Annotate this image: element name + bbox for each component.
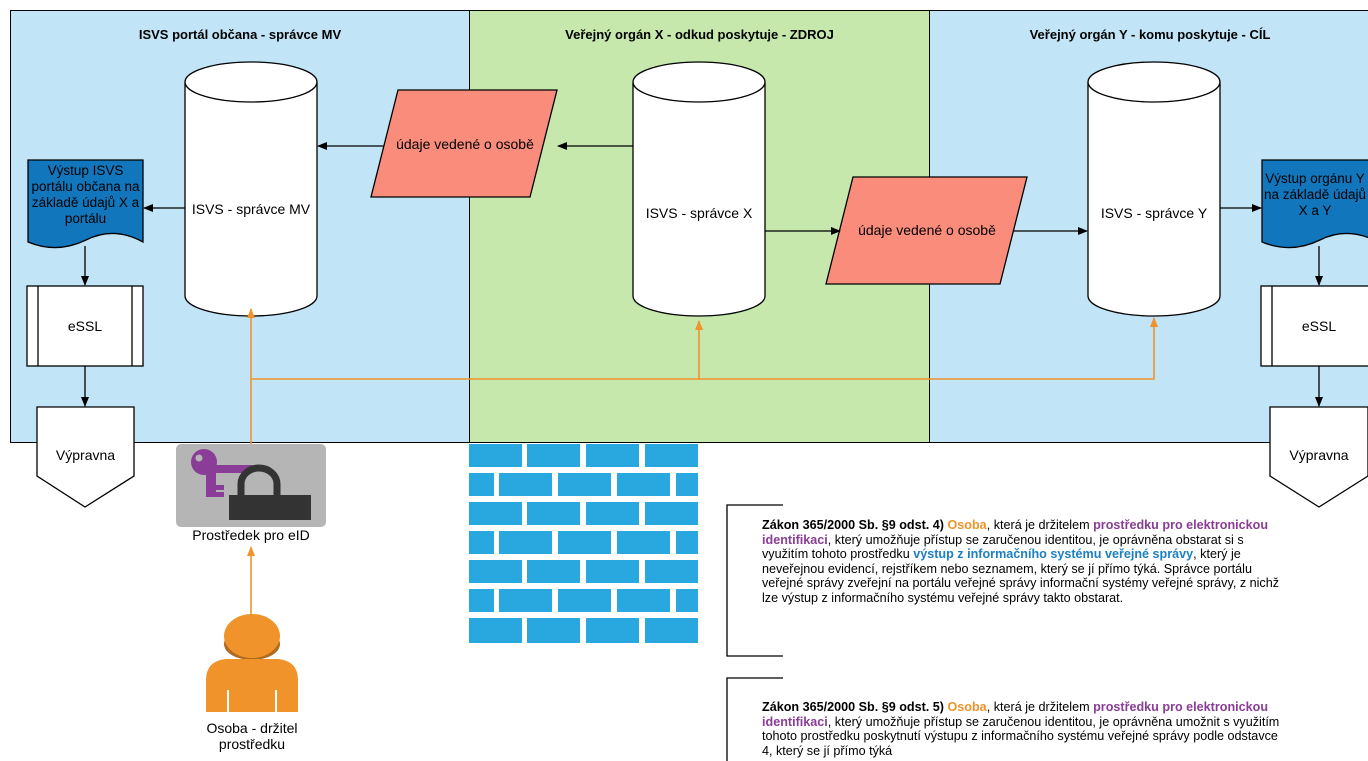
lane-y-title: Veřejný orgán Y - komu poskytuje - CÍL bbox=[1029, 27, 1271, 42]
essl-left-shape bbox=[26, 285, 144, 367]
db-mv-label: ISVS - správce MV bbox=[191, 201, 311, 217]
law-note-4: Zákon 365/2000 Sb. §9 odst. 4) Osoba, kt… bbox=[762, 518, 1287, 606]
law-note-5-osoba: Osoba bbox=[947, 700, 987, 714]
db-x-shape bbox=[632, 61, 766, 317]
data-1-label: údaje vedené o osobě bbox=[396, 136, 534, 152]
law-note-5: Zákon 365/2000 Sb. §9 odst. 5) Osoba, kt… bbox=[762, 700, 1287, 761]
law-note-5-t2: , který umožňuje přístup se zaručenou id… bbox=[762, 714, 1280, 758]
law-note-4-t2: , který umožňuje přístup se zaručenou id… bbox=[762, 532, 1244, 562]
data-2-shape bbox=[825, 176, 1028, 285]
firewall-icon bbox=[469, 444, 698, 643]
person-icon bbox=[206, 614, 298, 712]
law-note-5-prostredek: prostředku pro elektronickou identifikac… bbox=[762, 700, 1269, 729]
law-note-5-head: Zákon 365/2000 Sb. §9 odst. 5) bbox=[762, 700, 944, 714]
doc-y-shape bbox=[1261, 159, 1368, 249]
essl-right-label: eSSL bbox=[1301, 318, 1337, 334]
db-y-shape bbox=[1087, 61, 1221, 317]
law-note-5-t1: , která je držitelem bbox=[986, 700, 1094, 714]
doc-mv-shape bbox=[27, 159, 144, 249]
db-x-label: ISVS - správce X bbox=[645, 205, 753, 221]
law-note-4-osoba: Osoba bbox=[947, 518, 987, 532]
law-note-4-t3: , který je neveřejnou evidencí, rejstřík… bbox=[762, 547, 1280, 605]
lane-x-title: Veřejný orgán X - odkud poskytuje - ZDRO… bbox=[565, 27, 834, 42]
law-note-4-prostredek: prostředku pro elektronickou identifikac… bbox=[762, 518, 1269, 547]
vypravna-left-label: Výpravna bbox=[55, 447, 116, 463]
key-lock-icon bbox=[176, 444, 326, 527]
db-mv-shape bbox=[184, 61, 318, 317]
law-note-4-head: Zákon 365/2000 Sb. §9 odst. 4) bbox=[762, 518, 944, 532]
doc-y-label: Výstup orgánu Y na základě údajů X a Y bbox=[1263, 171, 1367, 218]
eid-label: Prostředek pro eID bbox=[192, 527, 310, 543]
vypravna-right-label: Výpravna bbox=[1289, 447, 1349, 463]
essl-right-shape bbox=[1260, 285, 1368, 367]
doc-mv-label: Výstup ISVS portálu občana na základě úd… bbox=[31, 163, 140, 226]
vypravna-right-shape bbox=[1269, 406, 1368, 508]
law-note-4-vystup: výstup z informačního systému veřejné sp… bbox=[913, 547, 1194, 562]
vypravna-left-shape bbox=[36, 406, 135, 508]
law-note-4-t1: , která je držitelem bbox=[986, 518, 1094, 532]
db-y-label: ISVS - správce Y bbox=[1100, 205, 1208, 221]
person-label: Osoba - držitel prostředku bbox=[206, 720, 298, 752]
data-1-shape bbox=[370, 89, 558, 198]
essl-left-label: eSSL bbox=[67, 318, 103, 334]
data-2-label: údaje vedené o osobě bbox=[858, 222, 996, 238]
lane-mv-title: ISVS portál občana - správce MV bbox=[138, 27, 342, 42]
